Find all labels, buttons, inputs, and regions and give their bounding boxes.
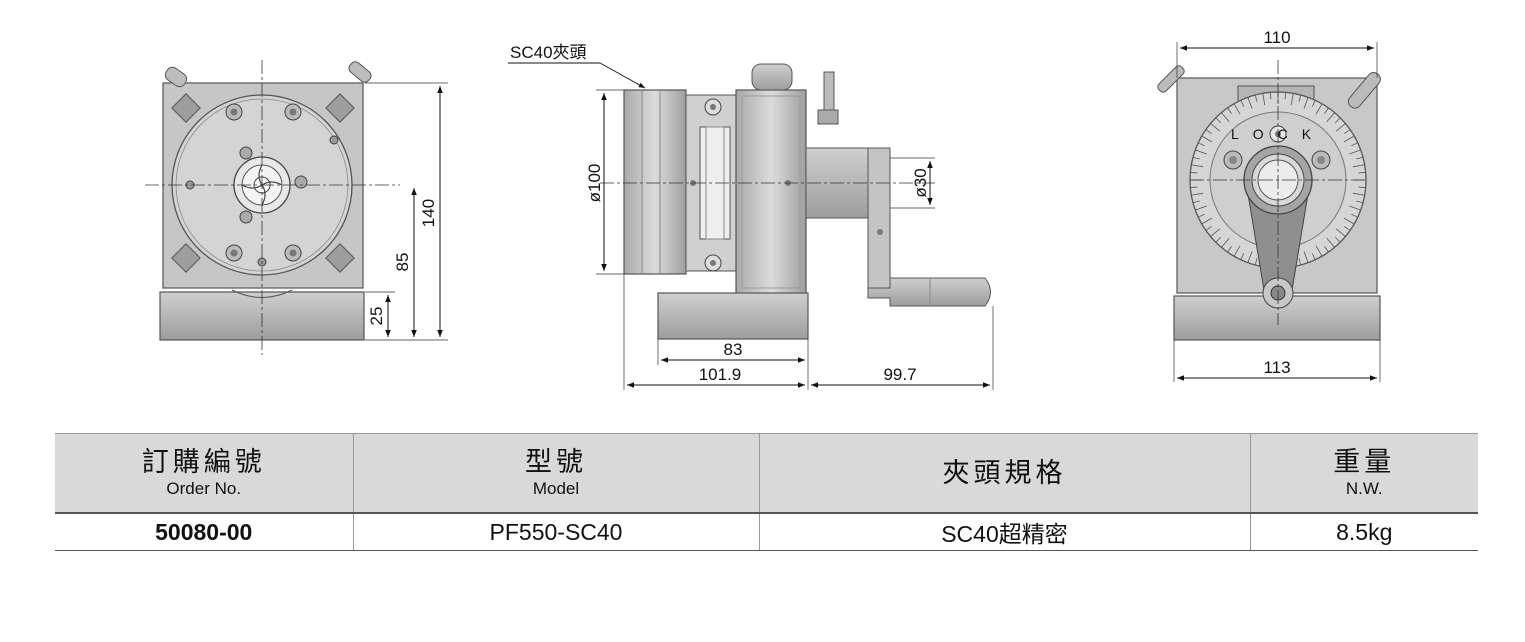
header-order-no-en: Order No.: [166, 479, 242, 498]
header-weight-zh: 重量: [1333, 447, 1396, 477]
dial-tick: [1349, 149, 1361, 155]
spec-table: 訂購編號 Order No. 型號 Model 夾頭規格 重量 N.W. 50080-…: [55, 433, 1478, 551]
dial-tick: [1210, 123, 1221, 132]
dim-body-length: 101.9: [699, 365, 742, 384]
dial-tick: [1254, 258, 1258, 266]
dim-handle-length: 99.7: [883, 365, 916, 384]
dial-tick: [1344, 226, 1351, 231]
dial-tick: [1198, 213, 1205, 218]
header-order-no: 訂購編號 Order No.: [55, 433, 353, 514]
dial-tick: [1269, 92, 1272, 100]
dim-face-diameter: ø100: [585, 164, 604, 203]
header-weight: 重量 N.W.: [1249, 433, 1478, 514]
dial-tick: [1352, 192, 1365, 196]
dial-tick: [1262, 93, 1266, 106]
dial-tick: [1192, 156, 1200, 160]
dial-tick: [1356, 200, 1364, 204]
dial-tick: [1227, 246, 1232, 253]
dial-tick: [1195, 205, 1207, 211]
dial-tick: [1303, 97, 1309, 109]
dial-tick: [1233, 245, 1241, 257]
rear-view: LOCK 110 113: [1157, 28, 1381, 382]
spec-table-header: 訂購編號 Order No. 型號 Model 夾頭規格 重量 N.W.: [55, 433, 1478, 514]
dial-tick: [1254, 94, 1258, 102]
dial-tick: [1335, 228, 1346, 237]
front-view: 140 85 25: [145, 60, 448, 355]
dial-tick: [1247, 97, 1253, 109]
dial-tick: [1351, 142, 1358, 147]
dial-tick: [1290, 93, 1294, 106]
header-model-zh: 型號: [525, 447, 587, 477]
dial-tick: [1324, 246, 1329, 253]
dial-tick: [1191, 164, 1204, 168]
dial-tick: [1311, 100, 1316, 107]
dial-tick: [1315, 103, 1323, 115]
dim-bottom-width: 113: [1263, 358, 1290, 377]
dial-tick: [1352, 164, 1365, 168]
header-chuck-spec-zh: 夾頭規格: [942, 458, 1067, 488]
dial-tick: [1324, 107, 1329, 114]
dial-tick: [1326, 237, 1335, 248]
dial-tick: [1221, 237, 1230, 248]
dial-tick: [1191, 192, 1204, 196]
dial-tick: [1215, 117, 1222, 124]
dim-base-length: 83: [724, 340, 743, 359]
header-chuck-spec: 夾頭規格: [758, 433, 1250, 514]
technical-drawing: 140 85 25 SC40夾頭: [145, 28, 1381, 390]
dial-tick: [1201, 217, 1213, 225]
dial-tick: [1298, 258, 1302, 266]
dial-tick: [1358, 186, 1366, 189]
dial-tick: [1192, 200, 1200, 204]
dial-tick: [1198, 142, 1205, 147]
header-weight-en: N.W.: [1345, 479, 1383, 498]
header-order-no-zh: 訂購編號: [141, 447, 266, 477]
dial-tick: [1356, 156, 1364, 160]
dial-tick: [1227, 107, 1232, 114]
table-row: 50080-00 PF550-SC40 SC40超精密 8.5kg: [55, 513, 1478, 551]
dial-tick: [1201, 135, 1213, 143]
dial-tick: [1190, 186, 1198, 189]
dim-top-width: 110: [1263, 28, 1290, 47]
lock-label: LOCK: [1231, 126, 1325, 142]
dial-tick: [1343, 135, 1355, 143]
dial-tick: [1303, 251, 1309, 263]
dial-tick: [1215, 236, 1222, 243]
cell-order-no: 50080-00: [55, 513, 353, 551]
dial-tick: [1343, 217, 1355, 225]
cell-model: PF550-SC40: [352, 513, 759, 551]
dim-shaft-diameter: ø30: [911, 168, 930, 197]
dial-tick: [1190, 171, 1198, 174]
dial-tick: [1195, 149, 1207, 155]
dial-tick: [1335, 123, 1346, 132]
cell-chuck-spec: SC40超精密: [758, 513, 1250, 551]
side-view: SC40夾頭 ø100: [508, 43, 994, 390]
dial-tick: [1247, 251, 1253, 263]
dial-tick: [1205, 226, 1212, 231]
dial-tick: [1298, 94, 1302, 102]
dim-base-height: 25: [367, 307, 386, 326]
dial-tick: [1221, 112, 1230, 123]
dial-tick: [1311, 253, 1316, 260]
dial-tick: [1240, 253, 1245, 260]
cell-weight: 8.5kg: [1249, 513, 1478, 551]
header-model-en: Model: [532, 479, 580, 498]
dim-center-height: 85: [393, 253, 412, 272]
dial-tick: [1205, 129, 1212, 134]
dial-tick: [1284, 92, 1287, 100]
dial-tick: [1344, 129, 1351, 134]
dial-tick: [1349, 205, 1361, 211]
dial-tick: [1351, 213, 1358, 218]
callout-sc40: SC40夾頭: [510, 43, 587, 62]
dial-tick: [1334, 236, 1341, 243]
dial-tick: [1326, 112, 1335, 123]
dial-tick: [1358, 171, 1366, 174]
header-model: 型號 Model: [352, 433, 759, 514]
dial-tick: [1334, 117, 1341, 124]
dial-tick: [1210, 228, 1221, 237]
dim-height: 140: [419, 199, 438, 227]
dial-tick: [1315, 245, 1323, 257]
dial-tick: [1240, 100, 1245, 107]
dial-tick: [1233, 103, 1241, 115]
